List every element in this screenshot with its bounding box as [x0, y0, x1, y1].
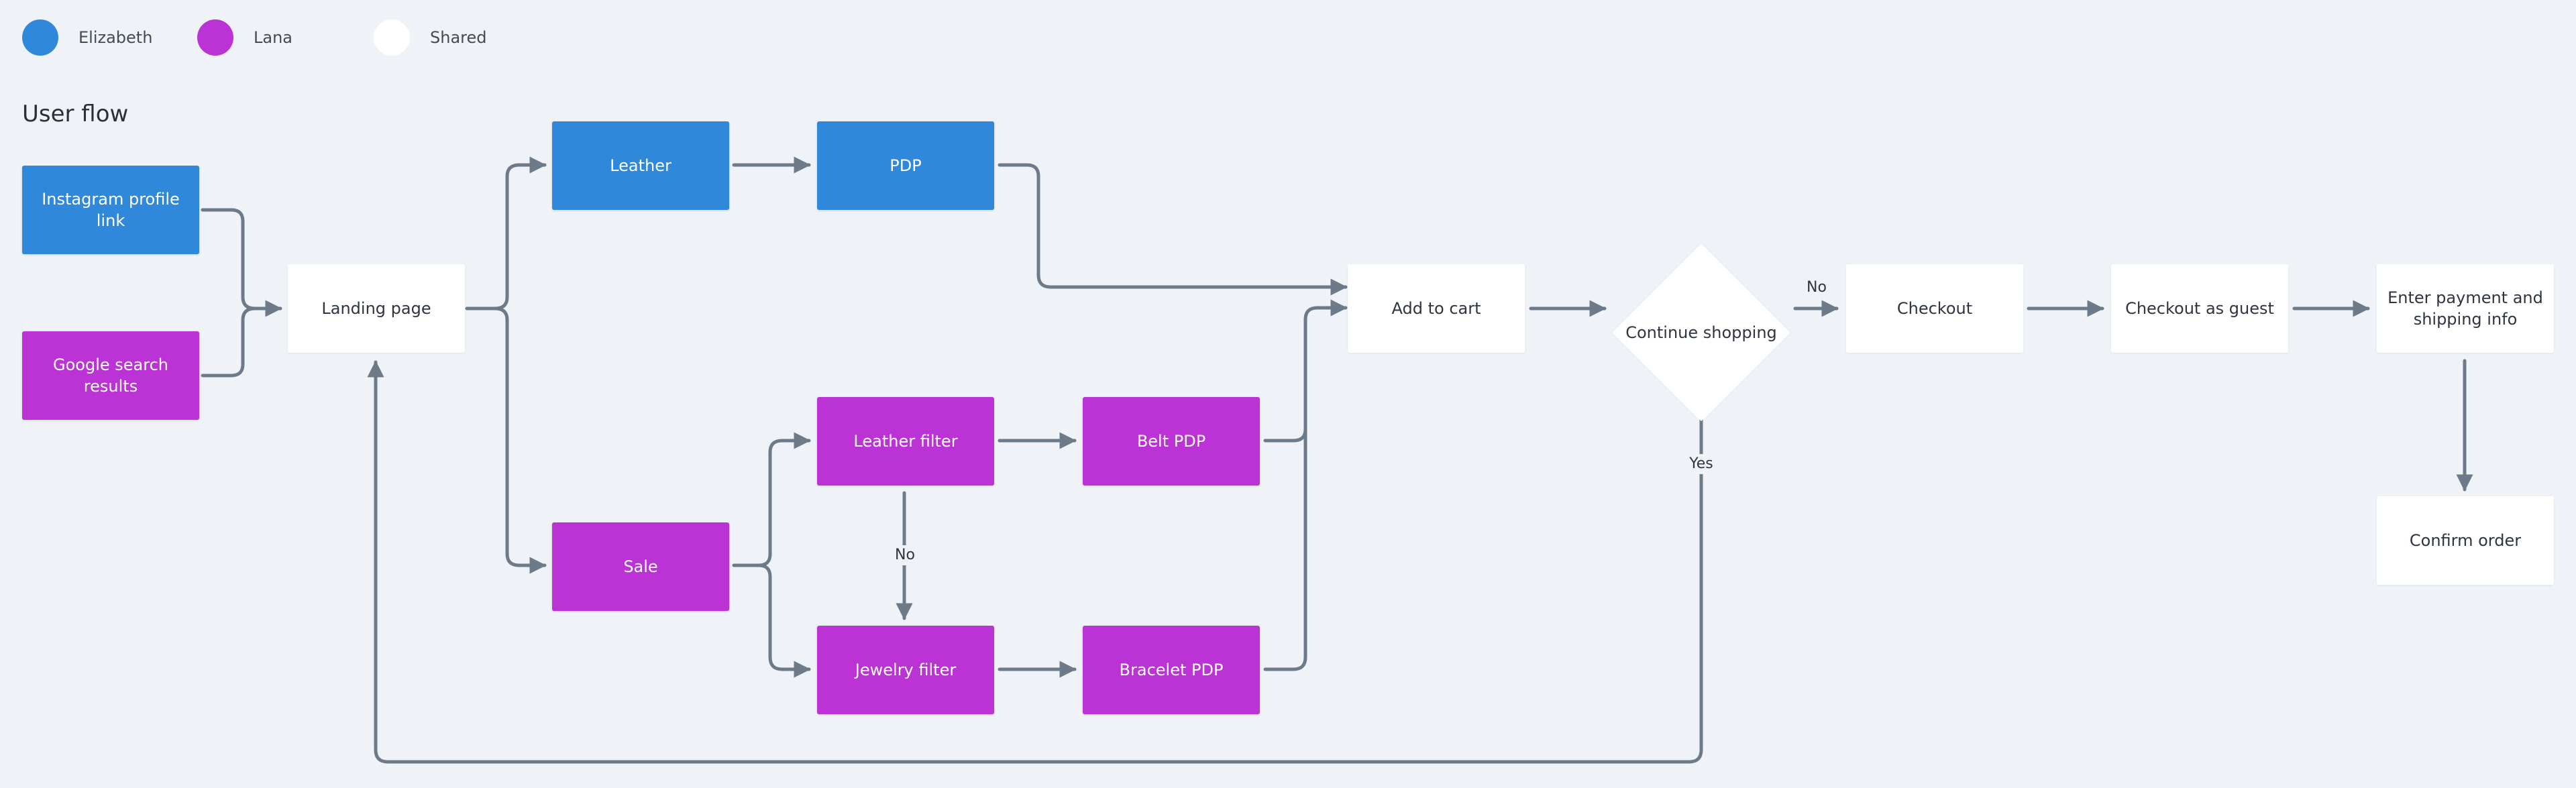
- node-jewelry-filter: Jewelry filter: [817, 626, 994, 714]
- node-google-search-results: Google search results: [22, 331, 199, 420]
- legend-swatch-lana: [197, 19, 233, 56]
- node-add-to-cart: Add to cart: [1348, 264, 1525, 353]
- legend-swatch-elizabeth: [22, 19, 58, 56]
- legend-item-elizabeth: Elizabeth: [22, 19, 152, 56]
- legend-item-shared: Shared: [374, 19, 487, 56]
- legend-swatch-shared: [374, 19, 410, 56]
- edge-pdp-addtocart: [998, 163, 1348, 296]
- node-instagram-profile-link: Instagram profile link: [22, 166, 199, 254]
- node-checkout-as-guest: Checkout as guest: [2111, 264, 2288, 353]
- legend-label: Elizabeth: [78, 28, 153, 47]
- edge-bracelet-addtocart: [1263, 317, 1307, 671]
- edge-label-filter-no: No: [891, 545, 919, 565]
- node-enter-payment-shipping: Enter payment and shipping info: [2377, 264, 2554, 353]
- node-checkout: Checkout: [1846, 264, 2023, 353]
- edge-instagram-landing: [201, 208, 282, 317]
- edge-landing-leather: [465, 156, 547, 311]
- edge-label-continue-yes: Yes: [1685, 454, 1717, 474]
- node-bracelet-pdp: Bracelet PDP: [1083, 626, 1260, 714]
- decision-label: Continue shopping: [1625, 323, 1777, 342]
- legend-label: Lana: [254, 28, 292, 47]
- edge-sale-leatherfilter: [732, 432, 811, 567]
- node-leather: Leather: [552, 121, 729, 210]
- node-sale: Sale: [552, 522, 729, 611]
- edge-landing-sale: [493, 306, 547, 574]
- decision-diamond-shape: [1613, 244, 1790, 421]
- node-landing-page: Landing page: [288, 264, 465, 353]
- node-leather-filter: Leather filter: [817, 397, 994, 486]
- edge-label-continue-no: No: [1803, 278, 1831, 298]
- node-pdp: PDP: [817, 121, 994, 210]
- edge-google-landing: [201, 306, 257, 378]
- legend-label: Shared: [430, 28, 487, 47]
- node-continue-shopping: Continue shopping: [1613, 244, 1790, 421]
- node-confirm-order: Confirm order: [2377, 496, 2554, 585]
- edge-sale-jewelryfilter: [757, 563, 811, 678]
- diagram-title: User flow: [22, 101, 129, 127]
- edge-continue-landing: [367, 360, 1703, 764]
- legend-item-lana: Lana: [197, 19, 292, 56]
- node-belt-pdp: Belt PDP: [1083, 397, 1260, 486]
